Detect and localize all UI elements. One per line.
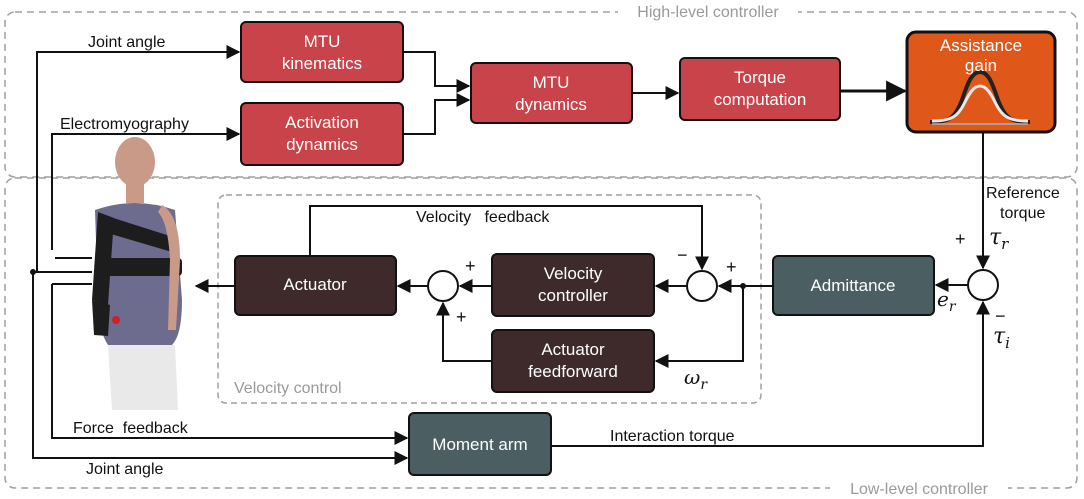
activation-dynamics-label-2: dynamics	[286, 135, 358, 154]
joint-angle-top-wire	[36, 45, 241, 272]
omega-to-feedforward-wire	[654, 286, 744, 368]
actuator-feedforward-label-2: feedforward	[528, 362, 618, 381]
omega-r-symbol: ωr	[684, 365, 708, 393]
velocity-control-label: Velocity control	[234, 380, 342, 397]
feedforward-sum-junction	[427, 270, 459, 302]
velocity-controller-label-2: controller	[538, 286, 608, 305]
assistance-gain-label-2: gain	[965, 56, 997, 75]
high-level-label: High-level controller	[637, 4, 779, 21]
tau-r-symbol: τr	[989, 225, 1009, 253]
mtu-dynamics-block	[470, 62, 633, 124]
velocity-feedback-wire	[309, 205, 709, 271]
joint-angle-bottom-label: Joint angle	[86, 461, 163, 478]
feedforward-to-sum-wire	[436, 301, 492, 362]
actuator-label: Actuator	[283, 275, 347, 294]
human-exosuit-figure	[92, 137, 182, 410]
low-level-label-bg	[830, 478, 1008, 498]
actuator-feedforward-label-1: Actuator	[541, 340, 605, 359]
e-r-symbol: er	[937, 287, 957, 315]
interaction-torque-wire	[551, 300, 990, 447]
force-feedback-wire	[51, 284, 409, 445]
force-feedback-label: Force feedback	[73, 420, 189, 437]
reference-torque-label-2: torque	[1000, 205, 1045, 222]
high-level-label-bg	[618, 1, 798, 21]
velocity-sum-junction	[686, 270, 718, 302]
kinematics-to-dynamics-wire	[403, 51, 471, 93]
reference-torque-label-1: Reference	[986, 185, 1060, 202]
velocity-sum-minus-sign: −	[677, 245, 688, 265]
tau-i-minus-sign: −	[995, 306, 1006, 326]
moment-arm-label: Moment arm	[432, 435, 527, 454]
assistance-gain-label-1: Assistance	[940, 36, 1022, 55]
mtu-kinematics-block	[240, 21, 404, 83]
torque-computation-block	[679, 57, 841, 121]
electromyography-label: Electromyography	[60, 116, 189, 133]
tau-i-symbol: τi	[993, 324, 1010, 352]
ff-sum-plus-bottom-sign: +	[456, 307, 467, 327]
torque-computation-label-2: computation	[714, 90, 807, 109]
mtu-kinematics-label-2: kinematics	[282, 54, 362, 73]
tau-r-plus-sign: +	[955, 229, 966, 249]
activation-dynamics-label-1: Activation	[285, 113, 359, 132]
low-level-frame	[4, 177, 1078, 489]
ff-sum-plus-top-sign: +	[465, 256, 476, 276]
mtu-kinematics-label-1: MTU	[304, 32, 341, 51]
moment-arm-block	[408, 412, 552, 476]
torque-sum-junction	[967, 269, 999, 301]
assistance-gain-block: Assistance gain	[905, 30, 1057, 134]
joint-angle-top-label: Joint angle	[88, 34, 165, 51]
activation-to-dynamics-wire	[403, 93, 471, 135]
joint-angle-bottom-wire	[32, 272, 409, 465]
low-level-label: Low-level controller	[850, 481, 989, 498]
mtu-dynamics-label-1: MTU	[533, 73, 570, 92]
velocity-control-frame	[217, 194, 762, 404]
admittance-label: Admittance	[810, 276, 895, 295]
torque-computation-label-1: Torque	[734, 68, 786, 87]
velocity-feedback-label: Velocity feedback	[416, 209, 550, 226]
emg-wire	[51, 127, 241, 250]
velocity-sum-plus-sign: +	[726, 257, 737, 277]
velocity-controller-label-1: Velocity	[544, 264, 603, 283]
high-level-frame	[4, 11, 1078, 178]
interaction-torque-label: Interaction torque	[610, 428, 735, 445]
mtu-dynamics-label-2: dynamics	[515, 95, 587, 114]
